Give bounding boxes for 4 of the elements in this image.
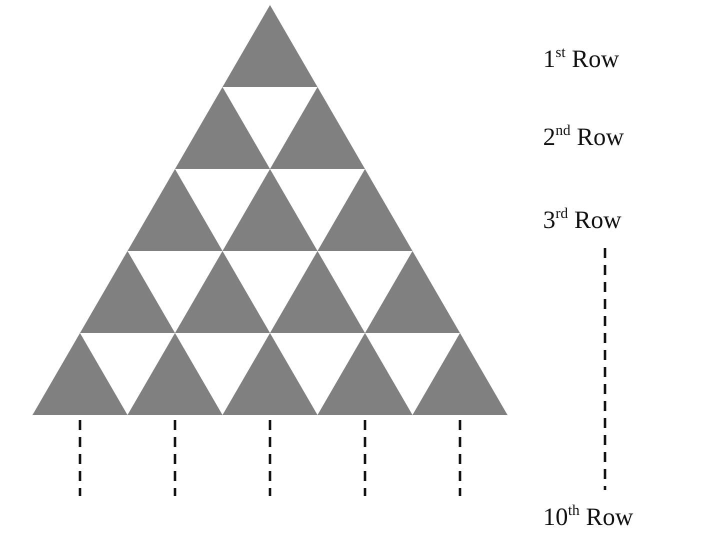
row-label: 2$^{nd}$ Row [543,125,624,150]
row-label: 1$^{st}$ Row [543,47,619,72]
row-label: 10$^{th}$ Row [543,505,634,530]
row-label: 3$^{rd}$ Row [543,208,622,233]
